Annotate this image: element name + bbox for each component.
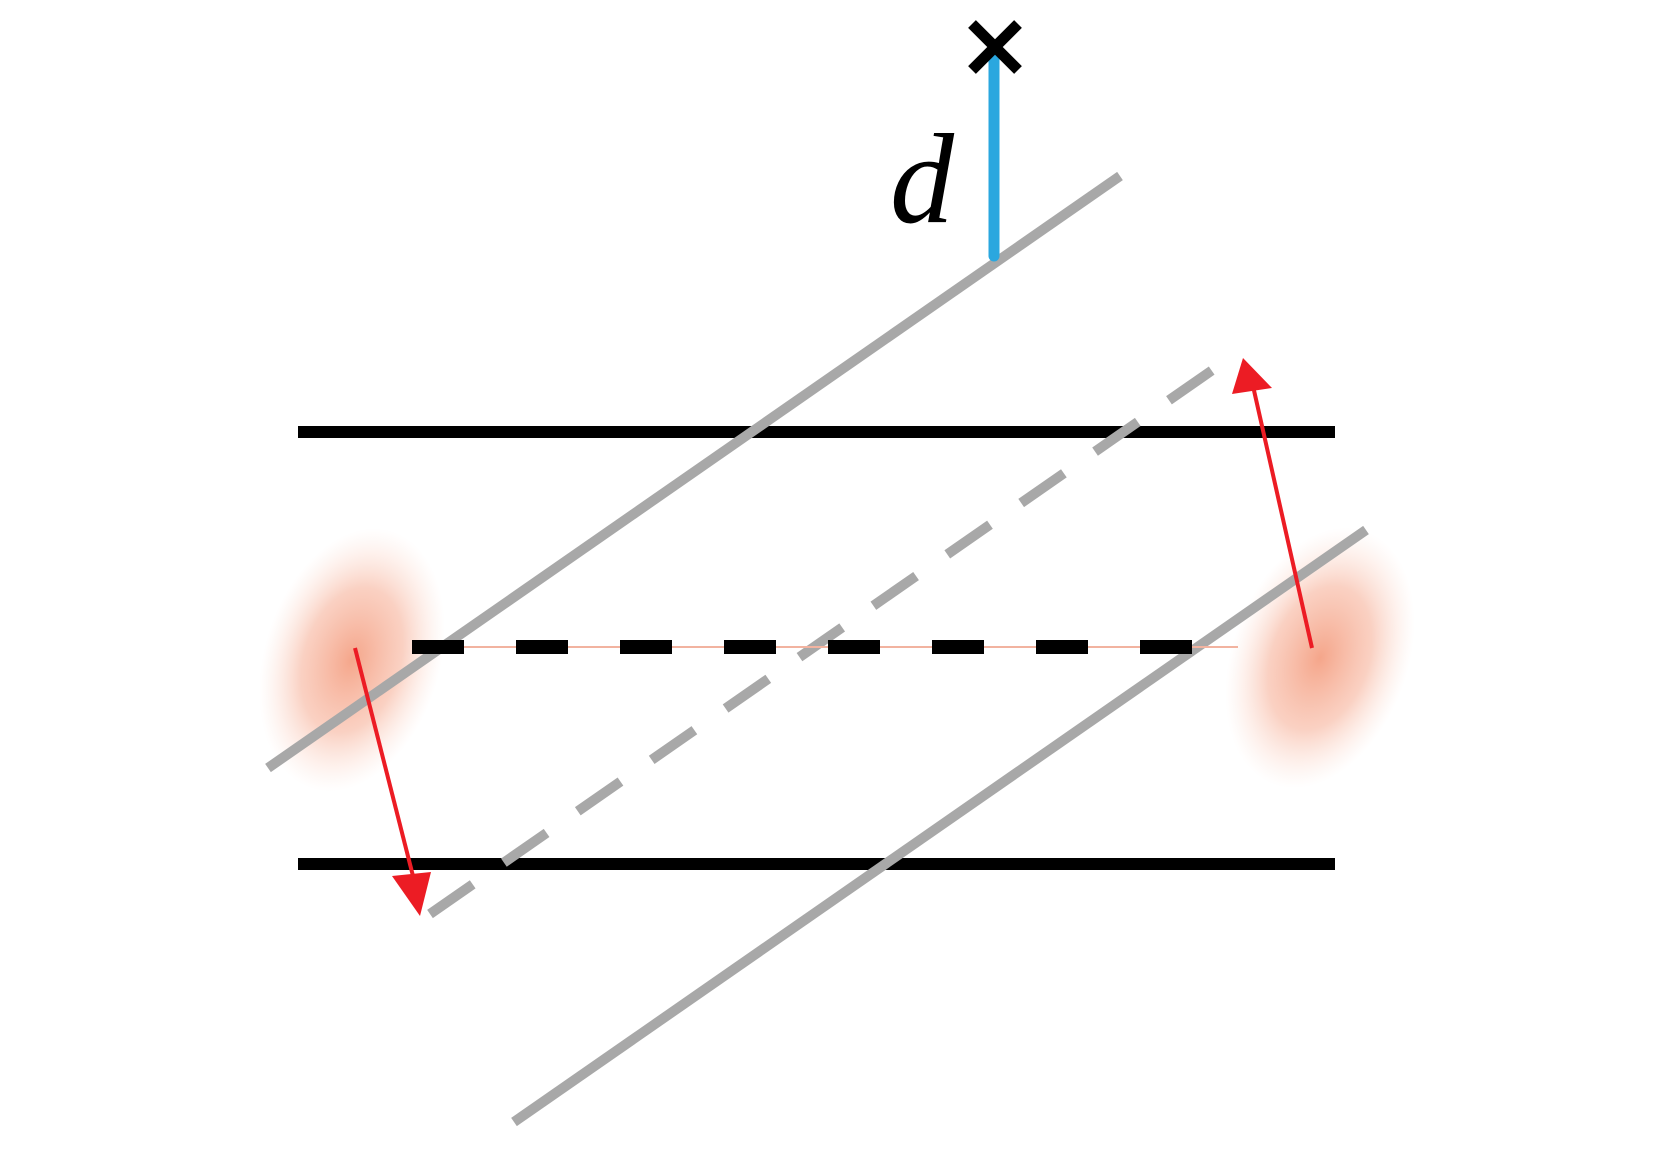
gray-lower-line [511,525,1369,1127]
cross-icon [968,20,1022,74]
gray-dashed-line [427,357,1227,919]
left-red-arrow [353,647,431,916]
distance-label: d [890,108,955,250]
left-blob [259,528,445,792]
gray-upper-line [265,171,1123,773]
right-blob [1225,527,1415,789]
right-red-arrow [1232,358,1314,649]
